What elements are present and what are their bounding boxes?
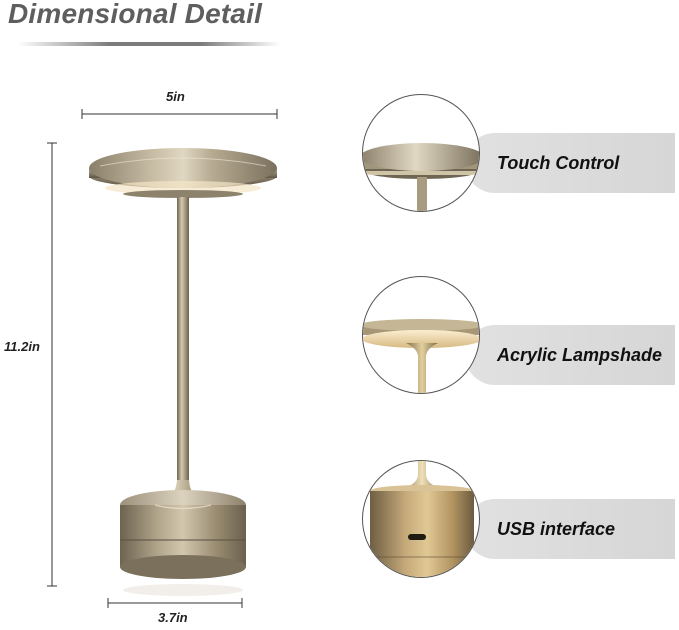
acrylic-lampshade-detail-image [362, 276, 480, 394]
feature-label: Acrylic Lampshade [497, 345, 663, 365]
page-title: Dimensional Detail [8, 0, 263, 29]
feature-pill-touch-control: Touch Control [465, 133, 675, 193]
base-width-label: 3.7in [158, 610, 188, 625]
touch-control-detail-image [362, 94, 480, 212]
width-top-label: 5in [166, 89, 185, 104]
title-underline [18, 42, 280, 46]
feature-pill-usb-interface: USB interface [465, 499, 675, 559]
feature-label: USB interface [497, 519, 616, 539]
feature-label: Touch Control [497, 153, 620, 173]
usb-interface-detail-image [362, 460, 480, 578]
feature-pill-acrylic-lampshade: Acrylic Lampshade [465, 325, 675, 385]
height-label: 11.2in [4, 339, 40, 354]
